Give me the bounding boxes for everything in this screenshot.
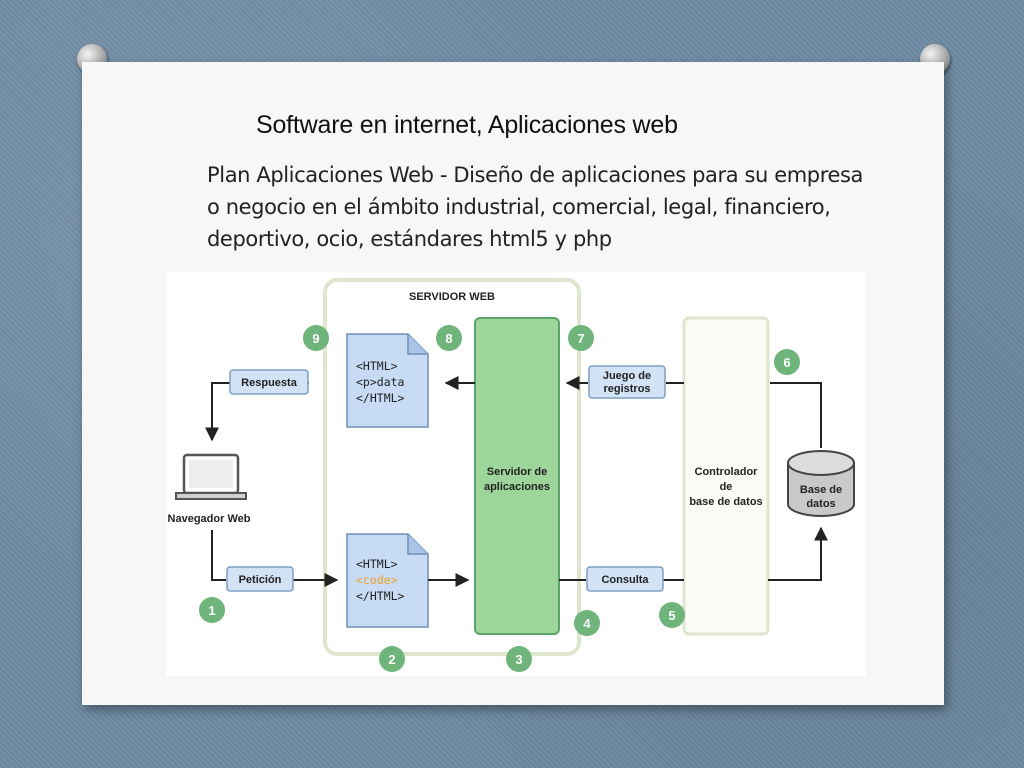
step-3 <box>506 646 532 672</box>
query-label: Consulta <box>601 574 649 586</box>
browser-label: Navegador Web <box>168 513 251 525</box>
step-2 <box>379 646 405 672</box>
body-line-3: deportivo, ocio, estándares html5 y php <box>207 227 612 251</box>
app-server-label-1: Servidor de <box>487 466 548 478</box>
slide-body: Plan Aplicaciones Web - Diseño de aplica… <box>207 159 927 255</box>
step-1-label: 1 <box>208 603 215 618</box>
slide-title: Software en internet, Aplicaciones web <box>256 111 678 139</box>
step-7-label: 7 <box>577 331 584 346</box>
request-code-line-1: <HTML> <box>356 557 398 571</box>
request-code-line-3: </HTML> <box>356 589 405 603</box>
step-8-label: 8 <box>445 331 452 346</box>
database-label-1: Base de <box>800 484 842 496</box>
step-1 <box>199 597 225 623</box>
records-label-1: Juego de <box>603 370 651 382</box>
request-code-line-2: <code> <box>356 573 398 587</box>
step-8 <box>436 325 462 351</box>
response-code-line-1: <HTML> <box>356 359 398 373</box>
response-code-line-2: <p>data <box>356 375 404 389</box>
database-icon <box>787 450 855 517</box>
step-9 <box>303 325 329 351</box>
web-application-diagram: SERVIDOR WEB Servidor de aplicaciones Co… <box>166 272 866 676</box>
step-6-label: 6 <box>783 355 790 370</box>
db-controller-label-1: Controlador <box>695 466 759 478</box>
response-page-icon <box>346 333 429 428</box>
response-label-box <box>229 369 309 395</box>
step-5 <box>659 602 685 628</box>
request-page-icon <box>346 533 429 628</box>
query-label-box <box>586 566 664 592</box>
laptop-icon <box>175 453 247 500</box>
response-label: Respuesta <box>241 377 298 389</box>
body-line-2: o negocio en el ámbito industrial, comer… <box>207 195 831 219</box>
db-controller-label-3: base de datos <box>689 496 762 508</box>
step-7 <box>568 325 594 351</box>
step-6 <box>774 349 800 375</box>
step-4 <box>574 610 600 636</box>
step-3-label: 3 <box>515 652 522 667</box>
step-5-label: 5 <box>668 608 675 623</box>
database-label-2: datos <box>806 498 835 510</box>
step-2-label: 2 <box>388 652 395 667</box>
db-controller-box <box>682 316 770 636</box>
db-controller-label-2: de <box>720 481 733 493</box>
request-label: Petición <box>239 574 282 586</box>
body-line-1: Plan Aplicaciones Web - Diseño de aplica… <box>207 163 864 187</box>
records-label-2: registros <box>603 383 650 395</box>
web-server-box <box>323 278 581 656</box>
web-server-title: SERVIDOR WEB <box>409 291 495 303</box>
flow-arrows <box>205 376 828 587</box>
step-4-label: 4 <box>583 616 591 631</box>
step-9-label: 9 <box>312 331 319 346</box>
app-server-box <box>474 317 560 635</box>
app-server-label-2: aplicaciones <box>484 481 550 493</box>
response-code-line-3: </HTML> <box>356 391 405 405</box>
records-label-box <box>588 365 666 399</box>
request-label-box <box>226 566 294 592</box>
